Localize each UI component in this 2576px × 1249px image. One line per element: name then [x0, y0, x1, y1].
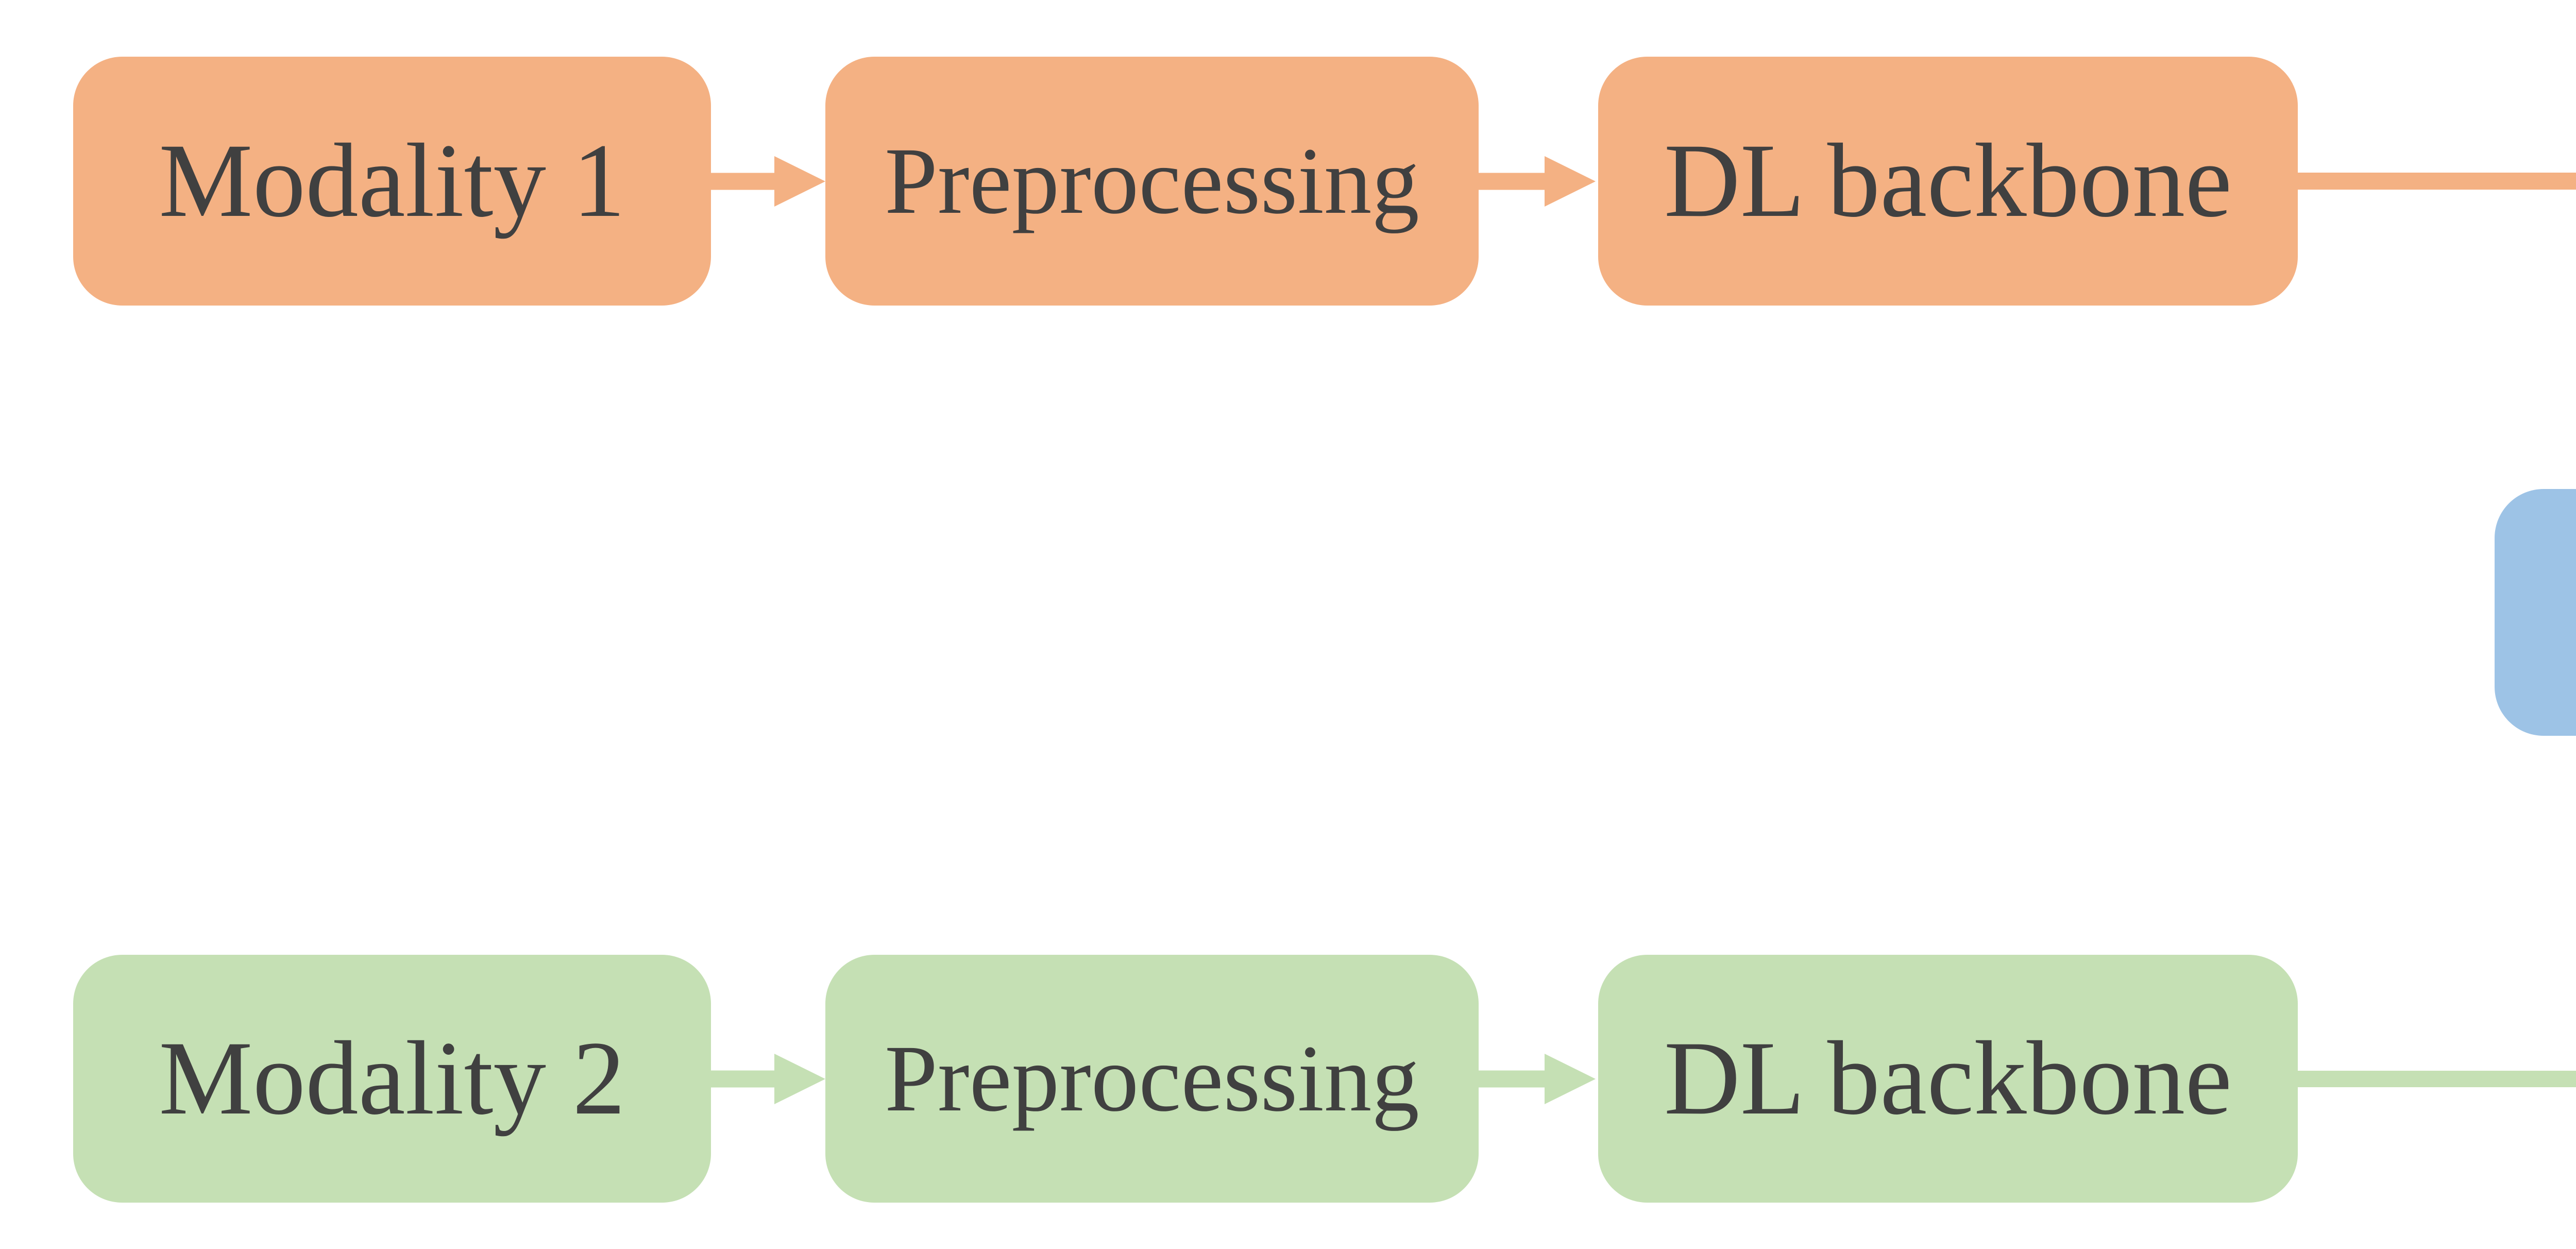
node-preprocessing-1: Preprocessing — [825, 57, 1479, 306]
node-information-fusion: Information fusion — [2495, 489, 2576, 736]
node-preprocessing-1-label: Preprocessing — [885, 128, 1419, 234]
arrow-right-icon-preprocessing2-to-dlbackbone2 — [1479, 1054, 1596, 1104]
node-modality-1: Modality 1 — [73, 57, 711, 306]
node-dl-backbone-1-label: DL backbone — [1664, 122, 2232, 240]
node-preprocessing-2: Preprocessing — [825, 955, 1479, 1203]
node-dl-backbone-2-label: DL backbone — [1664, 1020, 2232, 1137]
elbow-arrow-up-icon-dlbackbone2-to-fusion — [2298, 1071, 2576, 1087]
node-modality-1-label: Modality 1 — [159, 122, 625, 240]
node-modality-2: Modality 2 — [73, 955, 711, 1203]
node-modality-2-label: Modality 2 — [159, 1020, 625, 1137]
node-dl-backbone-1: DL backbone — [1598, 57, 2298, 306]
arrow-right-icon-preprocessing1-to-dlbackbone1 — [1479, 156, 1596, 207]
elbow-arrow-down-icon-dlbackbone1-to-fusion — [2298, 173, 2576, 190]
arrow-right-icon-modality1-to-preprocessing1 — [711, 156, 825, 207]
node-dl-backbone-2: DL backbone — [1598, 955, 2298, 1203]
arrow-right-icon-modality2-to-preprocessing2 — [711, 1054, 825, 1104]
node-preprocessing-2-label: Preprocessing — [885, 1025, 1419, 1132]
